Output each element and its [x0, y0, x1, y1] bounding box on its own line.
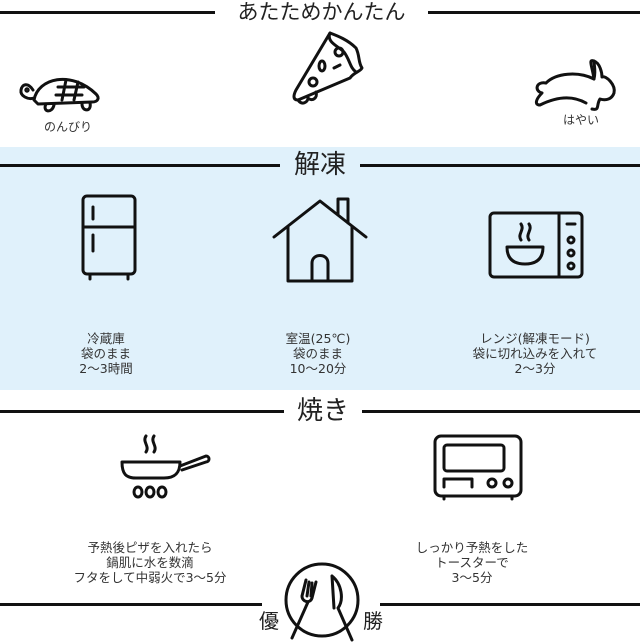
divider: [428, 11, 640, 14]
divider: [0, 603, 262, 606]
caption-line: しっかり予熱をした: [415, 540, 529, 555]
rabbit-icon: [534, 59, 616, 111]
page-title: あたためかんたん: [237, 0, 406, 24]
footer-right-char: 勝: [363, 609, 383, 633]
divider: [360, 164, 640, 167]
caption-line: 2〜3時間: [79, 361, 133, 376]
caption-line: フタをして中弱火で3〜5分: [73, 570, 227, 585]
fridge-icon: [81, 194, 137, 281]
plate-cutlery-icon: [284, 562, 360, 642]
caption-line: 2〜3分: [514, 361, 556, 376]
divider: [0, 164, 280, 167]
bake-title: 焼き: [296, 396, 349, 426]
fast-label: はやい: [563, 113, 600, 127]
caption-line: 冷蔵庫: [87, 331, 125, 346]
microwave-icon: [488, 211, 584, 279]
caption-line: 予熱後ピザを入れたら: [87, 540, 213, 555]
caption-line: 10〜20分: [289, 361, 347, 376]
divider: [0, 410, 284, 413]
slow-label: のんびり: [44, 120, 93, 134]
divider: [380, 603, 640, 606]
thaw-title: 解凍: [293, 150, 346, 180]
frying-pan-icon: [120, 434, 211, 499]
caption-line: 室温(25℃): [285, 331, 351, 346]
caption-line: 袋に切れ込みを入れて: [472, 346, 598, 361]
thaw-section-background: [0, 147, 640, 390]
divider: [362, 410, 640, 413]
thaw-microwave-caption: レンジ(解凍モード) 袋に切れ込みを入れて 2〜3分: [473, 331, 598, 376]
thaw-fridge-caption: 冷蔵庫 袋のまま 2〜3時間: [79, 331, 132, 376]
house-icon: [272, 197, 368, 283]
caption-line: レンジ(解凍モード): [480, 331, 590, 346]
divider: [0, 11, 215, 14]
bake-toaster-caption: しっかり予熱をした トースターで 3〜5分: [416, 540, 529, 585]
caption-line: 袋のまま: [80, 346, 131, 361]
toaster-oven-icon: [433, 434, 523, 501]
thaw-room-caption: 室温(25℃) 袋のまま 10〜20分: [286, 331, 351, 376]
caption-line: 袋のまま: [292, 346, 344, 361]
turtle-icon: [19, 77, 100, 113]
caption-line: 3〜5分: [451, 570, 493, 585]
pizza-icon: [292, 31, 364, 105]
caption-line: 鍋肌に水を数滴: [106, 555, 194, 570]
footer-left-char: 優: [259, 609, 279, 633]
caption-line: トースターで: [435, 555, 509, 570]
bake-pan-caption: 予熱後ピザを入れたら 鍋肌に水を数滴 フタをして中弱火で3〜5分: [73, 540, 226, 585]
